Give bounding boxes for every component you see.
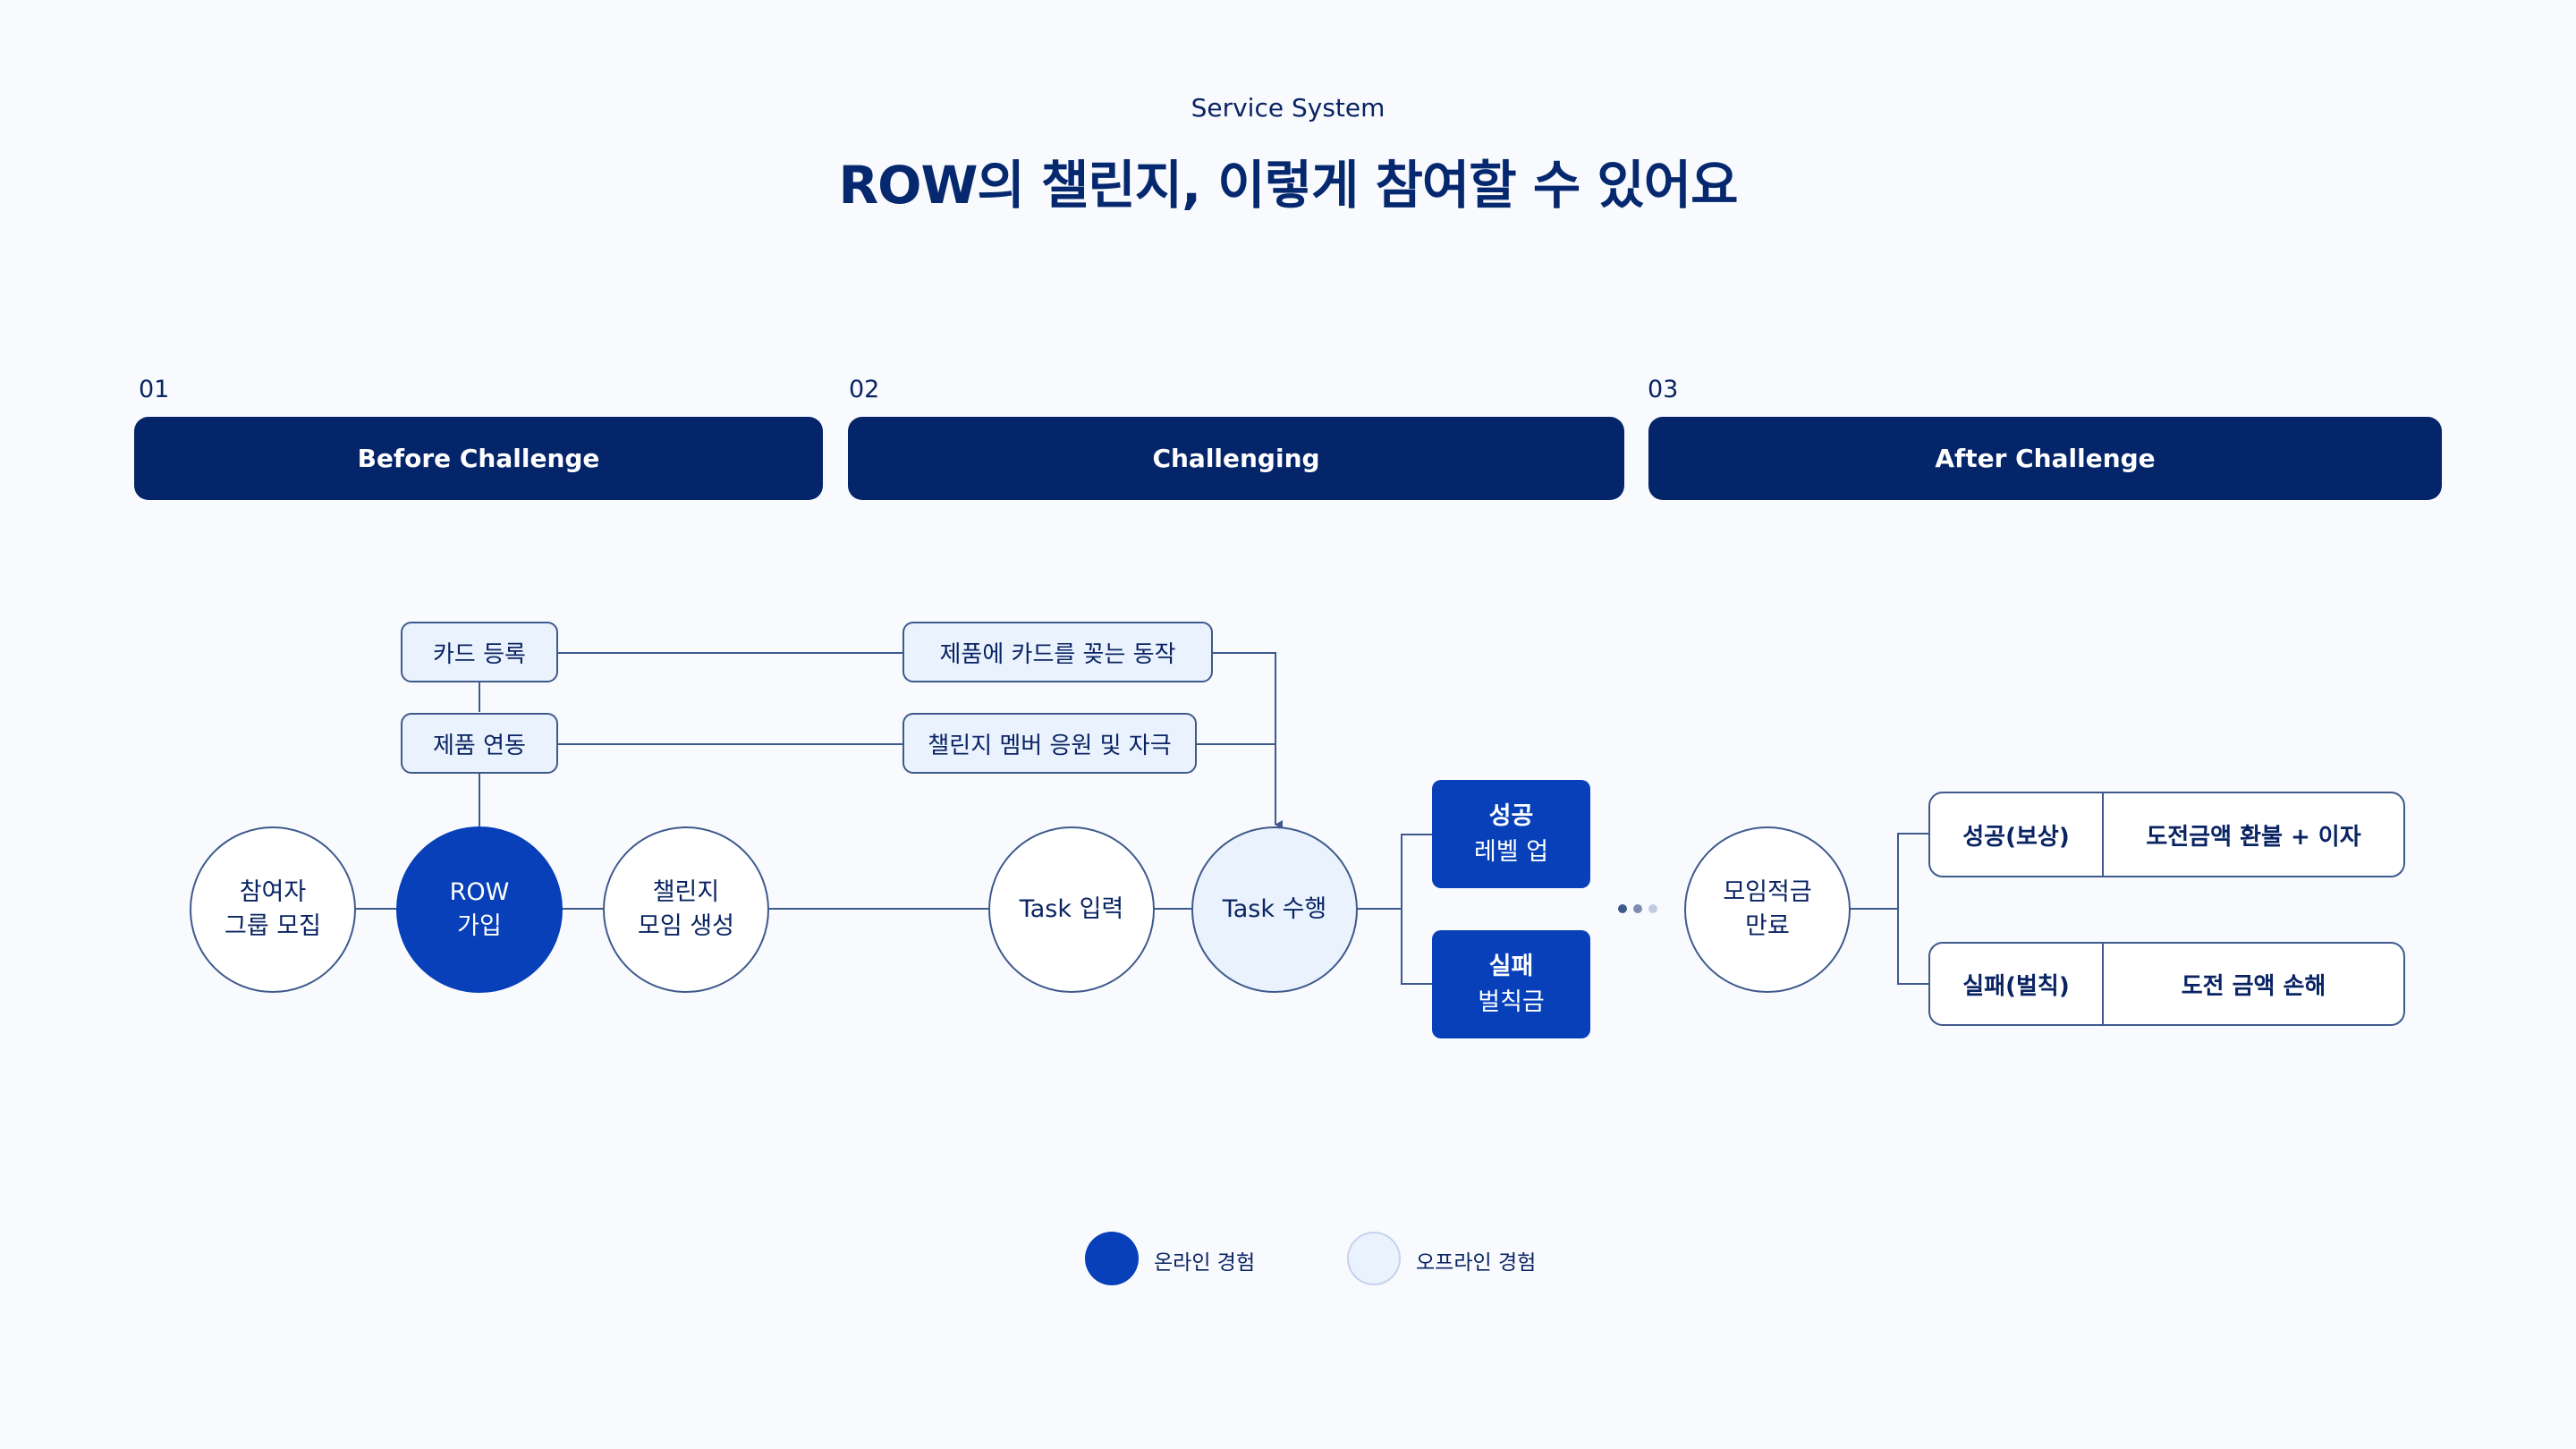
node-task-do: Task 수행	[1191, 826, 1358, 993]
outcome-success-value: 도전금액 환불 + 이자	[2146, 823, 2361, 851]
node-task-input: Task 입력	[988, 826, 1155, 993]
phase-number-3: 03	[1648, 376, 1679, 403]
outcome-fail-label: 실패(벌칙)	[1930, 944, 2104, 1024]
legend-offline-swatch	[1347, 1232, 1401, 1285]
section-subtitle: Service System	[1191, 93, 1385, 123]
outcome-success-row: 성공(보상) 도전금액 환불 + 이자	[1928, 792, 2405, 877]
ellipsis-dot-2	[1633, 904, 1642, 913]
pill-card-insert-action: 제품에 카드를 꽂는 동작	[902, 622, 1213, 682]
legend-online-label: 온라인 경험	[1154, 1251, 1256, 1275]
legend-offline-label: 오프라인 경험	[1416, 1251, 1537, 1275]
pill-product-link: 제품 연동	[401, 713, 558, 774]
outcome-success-label: 성공(보상)	[1930, 793, 2104, 876]
page-title: ROW의 챌린지, 이렇게 참여할 수 있어요	[838, 155, 1739, 216]
phase-bar-challenging: Challenging	[848, 417, 1624, 500]
phase-number-1: 01	[139, 376, 170, 403]
outcome-fail-value: 도전 금액 손해	[2181, 972, 2326, 1000]
phase-number-2: 02	[849, 376, 880, 403]
ellipsis-dot-3	[1648, 904, 1657, 913]
result-success: 성공 레벨 업	[1432, 780, 1590, 888]
legend-online-swatch	[1085, 1232, 1139, 1285]
phase-bar-after: After Challenge	[1648, 417, 2442, 500]
phase-bar-before: Before Challenge	[134, 417, 823, 500]
ellipsis-dot-1	[1618, 904, 1627, 913]
result-fail: 실패 벌칙금	[1432, 930, 1590, 1038]
pill-member-cheer: 챌린지 멤버 응원 및 자극	[902, 713, 1197, 774]
outcome-fail-row: 실패(벌칙) 도전 금액 손해	[1928, 942, 2405, 1026]
pill-card-register: 카드 등록	[401, 622, 558, 682]
